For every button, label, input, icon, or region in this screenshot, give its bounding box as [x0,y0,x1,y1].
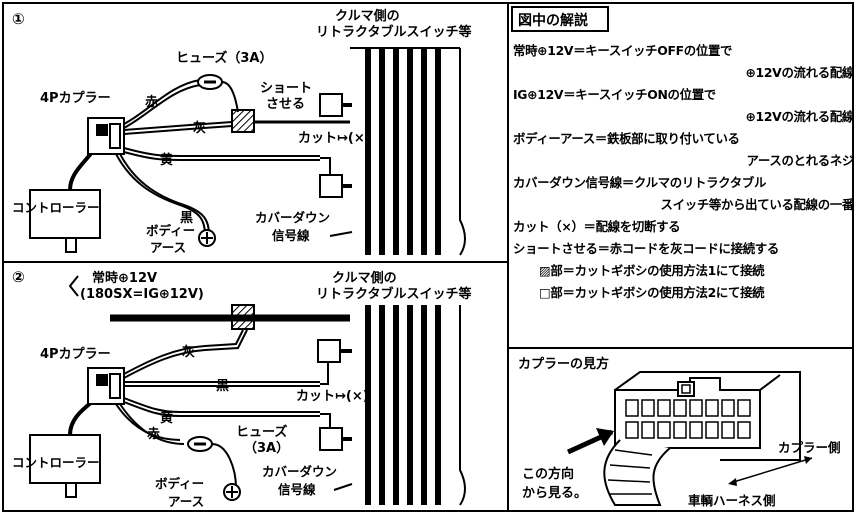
direction-label-2: から見る。 [522,486,587,501]
always-12v-label-2: (180SX=IG⊕12V) [80,287,204,302]
gray-wire-label: 灰 [182,344,195,360]
exp-line-always-12v-cont: ⊕12Vの流れる配線 [745,65,854,80]
exp-line-cover-down-cont: スイッチ等から出ている配線の一番 [660,197,855,212]
exp-line-box-part: □部＝カットギボシの使用方法2にて接続 [539,285,765,300]
body-ground-label-2: アース [168,494,204,509]
fuse-label: ヒューズ（3A） [176,50,272,66]
fuse [187,436,213,452]
fuse-label: ヒューズ [236,424,287,440]
always-12v-label: 常時⊕12V [92,270,157,286]
black-wire-label: 黒 [180,210,193,226]
red-wire-label: 赤 [147,426,160,442]
controller-label: コントローラー [12,455,100,470]
4p-coupler [87,117,125,155]
exp-line-hatched-part: ▨部＝カットギボシの使用方法1にて接続 [539,263,765,278]
yellow-wire-label: 黄 [160,410,173,426]
black-wire-label: 黒 [216,378,229,394]
exp-line-ig-12v-cont: ⊕12Vの流れる配線 [745,109,854,124]
4p-coupler [87,367,125,405]
diagram-number: ① [12,10,25,28]
body-ground-label: ボディー [146,223,195,238]
short-label-2: させる [266,97,305,112]
controller-box [29,434,101,484]
direction-label: この方向 [522,466,574,482]
exp-line-body-ground: ボディーアース＝鉄板部に取り付いている [513,131,740,146]
fuse-label-2: （3A） [244,440,289,456]
controller-label: コントローラー [12,200,100,215]
fuse [197,74,223,90]
exp-line-cut: カット（×）＝配線を切断する [513,219,681,234]
diagram-number: ② [12,268,25,286]
short-connector [231,304,255,330]
body-ground-label-2: アース [150,240,186,255]
cut-label: カット↦(×) [298,131,371,146]
exp-line-body-ground-cont: アースのとれるネジ [746,153,855,168]
diagram-2: ② 常時⊕12V (180SX=IG⊕12V) クルマ側の リトラクタブルスイッ… [12,268,471,509]
car-side-label-2: リトラクタブルスイッチ等 [316,24,471,40]
short-label: ショート [260,81,312,96]
cut-connector-a [317,339,341,363]
car-side-label: クルマ側の [335,8,400,24]
short-connector [231,109,255,133]
body-ground-label: ボディー [155,476,204,491]
exp-line-short: ショートさせる＝赤コードを灰コードに接続する [513,241,779,256]
coupler-label: 4Pカプラー [40,347,111,362]
cover-down-label: カバーダウン [255,210,330,225]
red-wire-label: 赤 [145,94,158,110]
car-side-label: クルマ側の [332,270,397,286]
explanation-lines: 常時⊕12V＝キースイッチOFFの位置で ⊕12Vの流れる配線 IG⊕12V＝キ… [513,40,858,304]
exp-line-ig-12v: IG⊕12V＝キースイッチONの位置で [513,87,716,102]
diagram-1: ① クルマ側の リトラクタブルスイッチ等 コントローラー 4Pカプラー [12,8,471,256]
cut-label: カット↦(×) [296,389,369,404]
coupler-side-label: カプラー側 [778,440,841,455]
vehicle-harness [350,47,466,256]
cover-down-label: カバーダウン [262,464,337,479]
cover-down-label-2: 信号線 [278,482,316,497]
gray-wire-label: 灰 [193,120,206,136]
cut-connector-b [319,174,343,198]
coupler-label: 4Pカプラー [40,91,111,106]
cut-connector-b [319,427,343,451]
harness-side-label: 車輌ハーネス側 [688,493,776,508]
coupler-view: カプラーの見方 この方向 から見る。 カプラー側 車輌ハ [518,356,841,508]
vehicle-harness [350,305,466,506]
explanation-title-box [511,6,609,32]
explanation-title: 図中の解説 [518,12,588,29]
cut-connector-a [319,93,343,117]
exp-line-always-12v: 常時⊕12V＝キースイッチOFFの位置で [513,43,733,58]
exp-line-cover-down: カバーダウン信号線＝クルマのリトラクタブル [513,175,767,190]
car-side-label-2: リトラクタブルスイッチ等 [316,286,471,302]
yellow-wire-label: 黄 [160,152,173,168]
coupler-view-title: カプラーの見方 [518,356,609,372]
cover-down-label-2: 信号線 [272,228,310,243]
